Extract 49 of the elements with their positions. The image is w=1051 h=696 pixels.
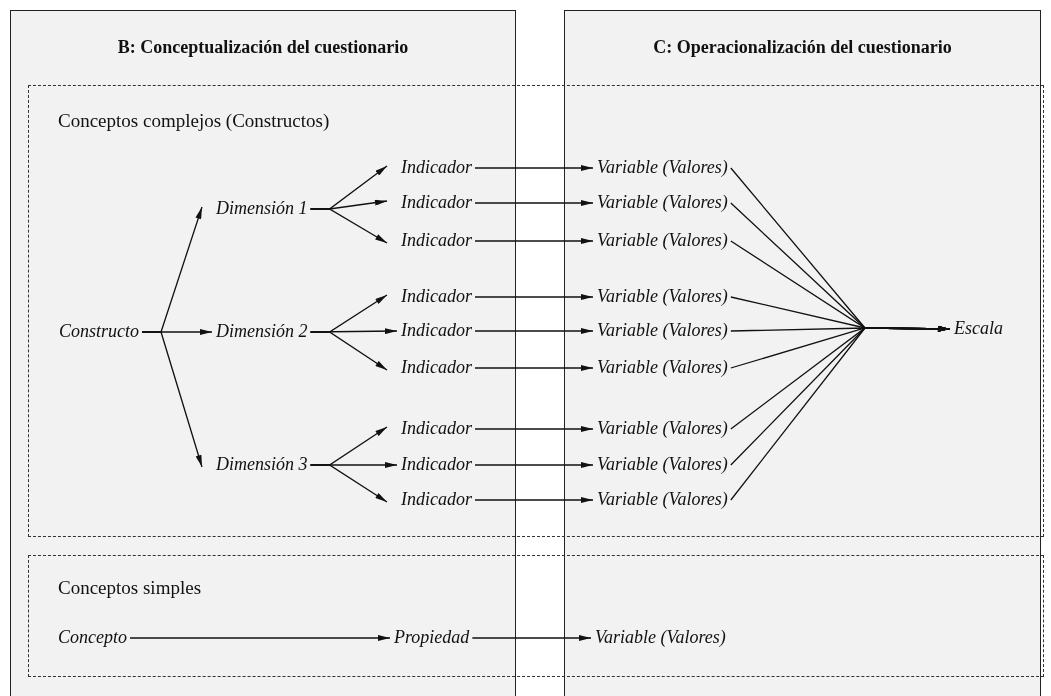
scale-term: Escala [954, 318, 1003, 340]
indicator-term: Indicador [401, 192, 472, 214]
construct-term: Constructo [59, 321, 139, 343]
arrow [474, 328, 594, 334]
indicator-term: Indicador [401, 454, 472, 476]
arrow [309, 464, 388, 503]
arrow [474, 294, 594, 300]
variable-term: Variable (Valores) [597, 489, 728, 511]
panel [10, 10, 516, 696]
arrow [474, 238, 594, 244]
dimension-term: Dimensión 2 [216, 321, 308, 343]
panel-heading: B: Conceptualización del cuestionario [117, 37, 409, 58]
arrow [309, 328, 398, 335]
group-heading: Conceptos simples [58, 577, 202, 599]
indicator-term: Indicador [401, 157, 472, 179]
variable-term: Variable (Valores) [597, 157, 728, 179]
indicator-term: Indicador [401, 489, 472, 511]
arrow [309, 208, 388, 244]
arrow [474, 200, 594, 206]
arrow [474, 165, 594, 171]
arrow [471, 635, 592, 641]
indicator-term: Indicador [401, 230, 472, 252]
property-term: Propiedad [394, 627, 470, 649]
arrow [474, 365, 594, 371]
arrow [141, 331, 203, 468]
arrow [309, 331, 388, 371]
indicator-term: Indicador [401, 286, 472, 308]
dimension-term: Dimensión 3 [216, 454, 308, 476]
variable-term: Variable (Valores) [597, 192, 728, 214]
dimension-term: Dimensión 1 [216, 198, 308, 220]
indicator-term: Indicador [401, 320, 472, 342]
variable-term: Variable (Valores) [597, 320, 728, 342]
panel [564, 10, 1041, 696]
variable-term: Variable (Valores) [595, 627, 726, 649]
arrow [474, 497, 594, 503]
arrow [129, 635, 391, 641]
variable-term: Variable (Valores) [597, 286, 728, 308]
variable-term: Variable (Valores) [597, 418, 728, 440]
indicator-term: Indicador [401, 357, 472, 379]
indicator-term: Indicador [401, 418, 472, 440]
arrow [474, 462, 594, 468]
panel-heading: C: Operacionalización del cuestionario [653, 37, 952, 58]
variable-term: Variable (Valores) [597, 230, 728, 252]
arrow [474, 426, 594, 432]
arrow [730, 325, 951, 501]
variable-term: Variable (Valores) [597, 357, 728, 379]
group-heading: Conceptos complejos (Constructos) [58, 110, 330, 132]
concept-term: Concepto [58, 627, 127, 649]
variable-term: Variable (Valores) [597, 454, 728, 476]
